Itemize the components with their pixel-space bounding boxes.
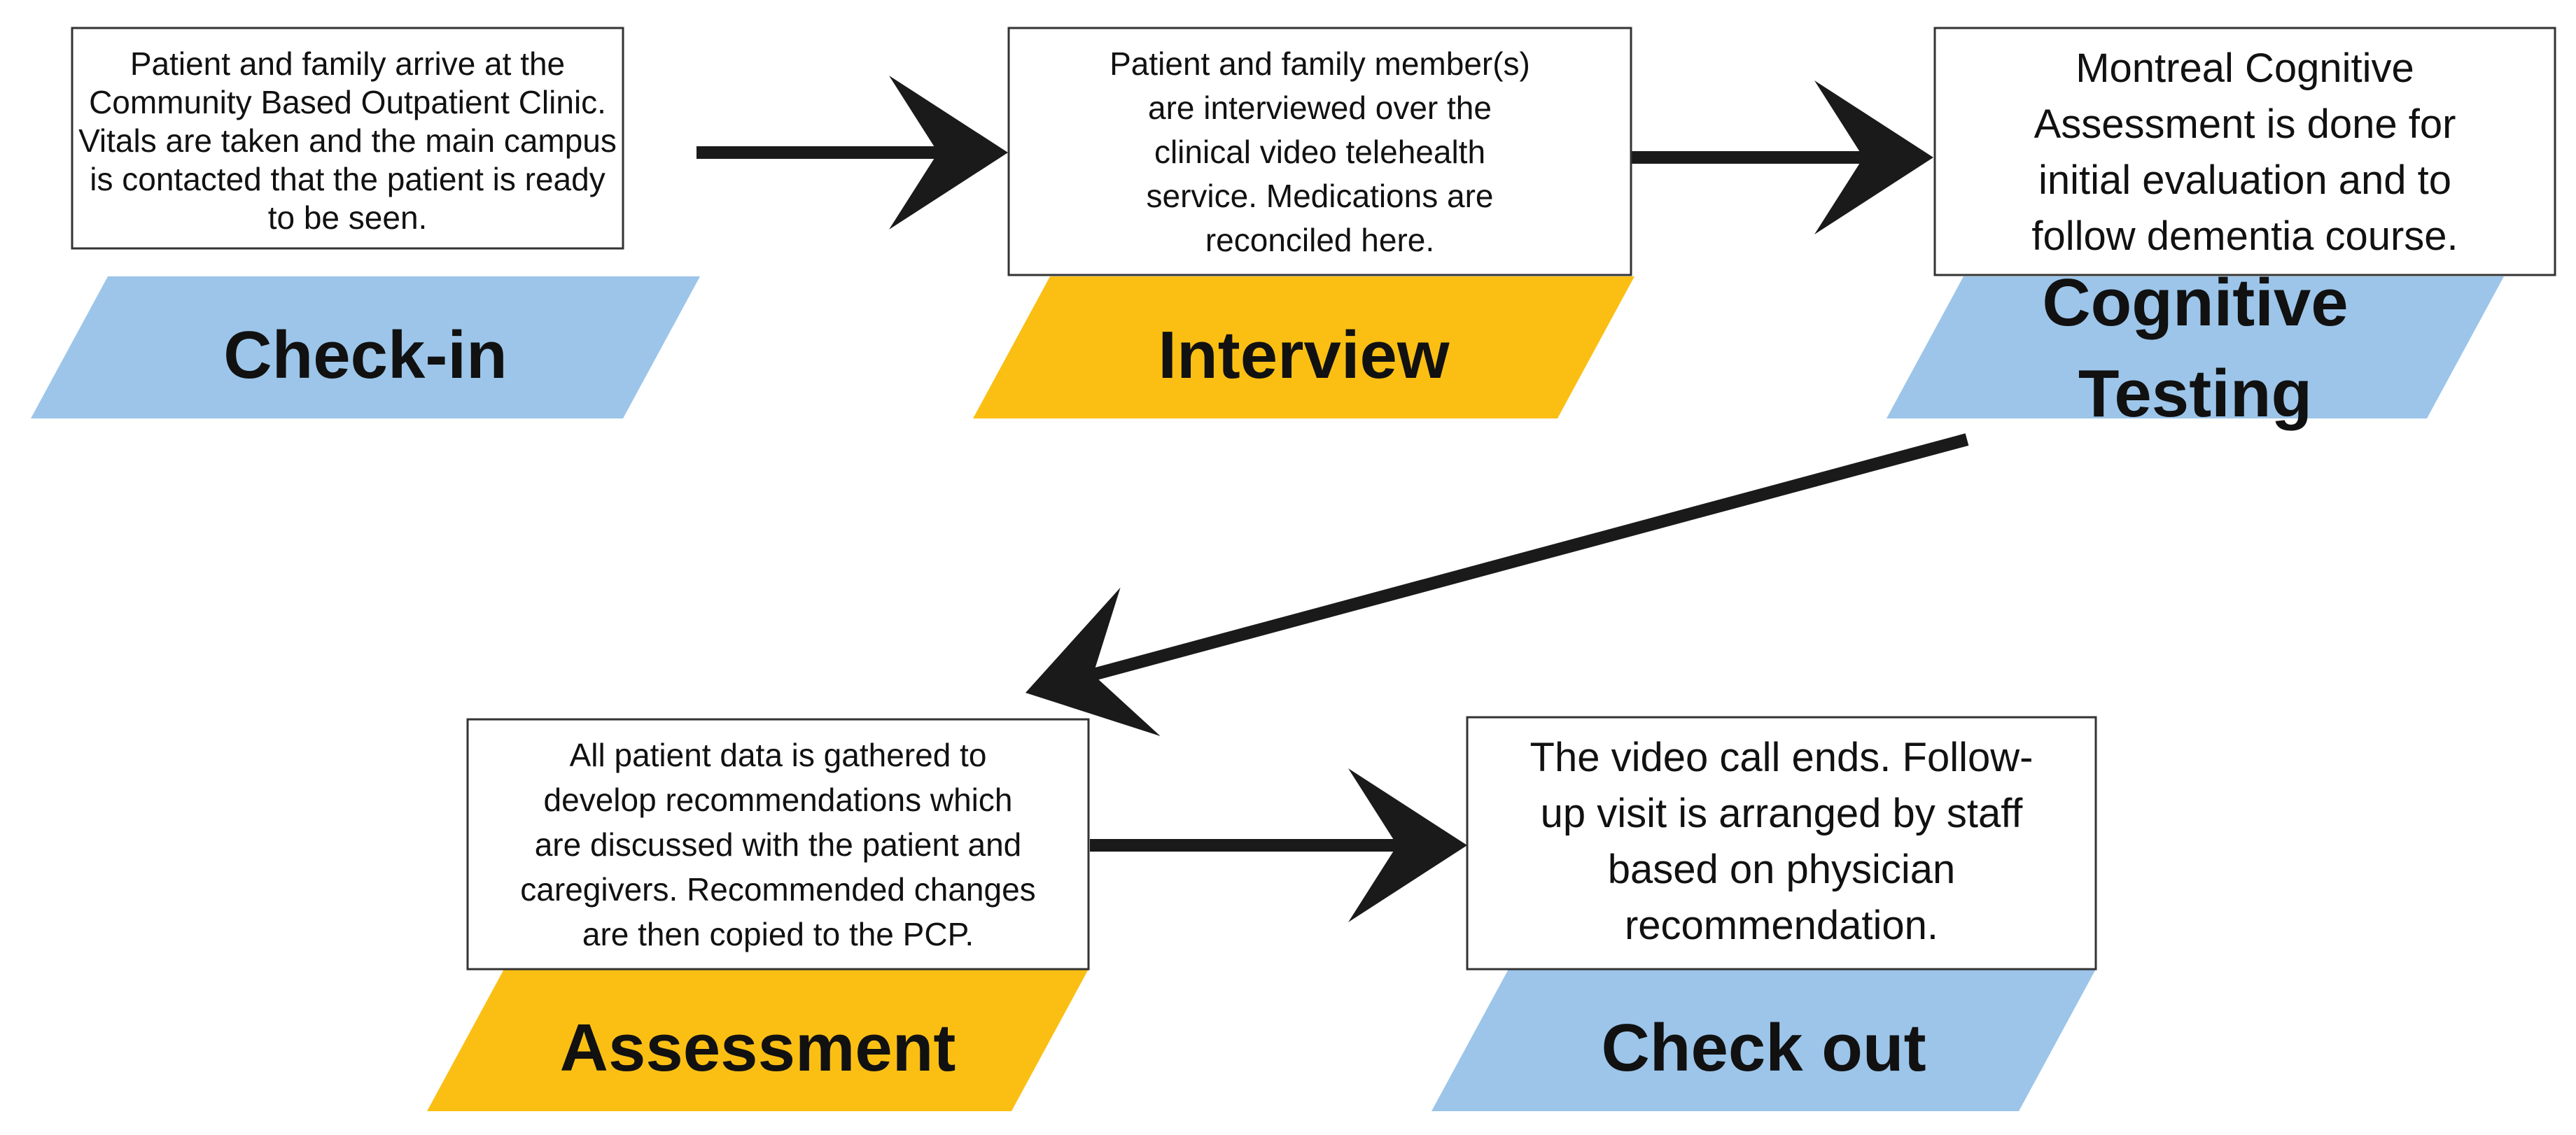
step-check-out: The video call ends. Follow-up visit is … [1432,716,2097,1111]
step-banner [31,276,700,418]
step-description-line: is contacted that the patient is ready [90,161,605,197]
arrow-interview-to-cognitive-testing [1631,80,1933,234]
step-label: Interview [1158,318,1449,393]
step-description-line: reconciled here. [1205,222,1434,258]
step-description-line: based on physician [1608,847,1956,892]
step-description-box [1466,716,2097,971]
step-assessment: All patient data is gathered to develop r… [427,718,1090,1111]
step-description-line: are then copied to the PCP. [582,916,974,952]
arrow-assessment-to-check-out [1090,768,1467,922]
step-description-line: clinical video telehealth [1154,134,1485,170]
arrow-head [1026,587,1161,736]
arrow-head [1348,768,1467,922]
step-description-line: Patient and family arrive at the [130,45,565,82]
step-banner [1432,969,2096,1111]
step-description-line: up visit is arranged by staff [1541,791,2024,836]
arrow-head [1814,80,1933,234]
step-label: Cognitive [2042,265,2348,340]
arrow-cognitive-testing-to-assessment [1026,433,1969,736]
step-description-line: Assessment is done for [2034,101,2456,147]
arrow-shaft [1091,433,1969,681]
step-description-line: are discussed with the patient and [535,826,1022,863]
step-label: Assessment [560,1010,956,1085]
step-description-line: The video call ends. Follow- [1530,735,2033,780]
step-description-box [71,27,624,250]
step-description-line: follow dementia course. [2031,213,2458,259]
step-description-line: service. Medications are [1147,178,1494,214]
step-interview: Patient and family member(s) are intervie… [973,27,1634,418]
step-description-line: Patient and family member(s) [1110,45,1530,82]
step-description-box [1007,27,1632,276]
arrow-check-in-to-interview [696,76,1008,230]
step-description-line: are interviewed over the [1148,90,1492,126]
step-description-line: recommendation. [1625,903,1938,948]
step-description-line: to be seen. [268,199,428,236]
step-label: Testing [2078,356,2312,431]
step-banner [1886,276,2504,418]
step-banner [973,276,1634,418]
step-description-line: caregivers. Recommended changes [520,871,1035,908]
step-label: Check out [1601,1010,1926,1085]
step-description-line: Montreal Cognitive [2076,45,2414,91]
arrow-head [889,76,1008,230]
step-description-line: develop recommendations which [544,782,1013,818]
step-label: Check-in [223,318,507,393]
step-description-box [1933,27,2556,276]
step-description-line: All patient data is gathered to [570,737,987,773]
step-description-line: Vitals are taken and the main campus [78,122,617,159]
arrows-layer [696,76,1969,922]
step-description-line: initial evaluation and to [2038,157,2451,203]
step-banner [427,969,1088,1111]
step-check-in: Patient and family arrive at theCommunit… [31,27,700,418]
step-description-line: Community Based Outpatient Clinic. [89,84,606,120]
step-description-box [466,718,1090,971]
steps-layer: Patient and family arrive at theCommunit… [31,27,2556,1111]
